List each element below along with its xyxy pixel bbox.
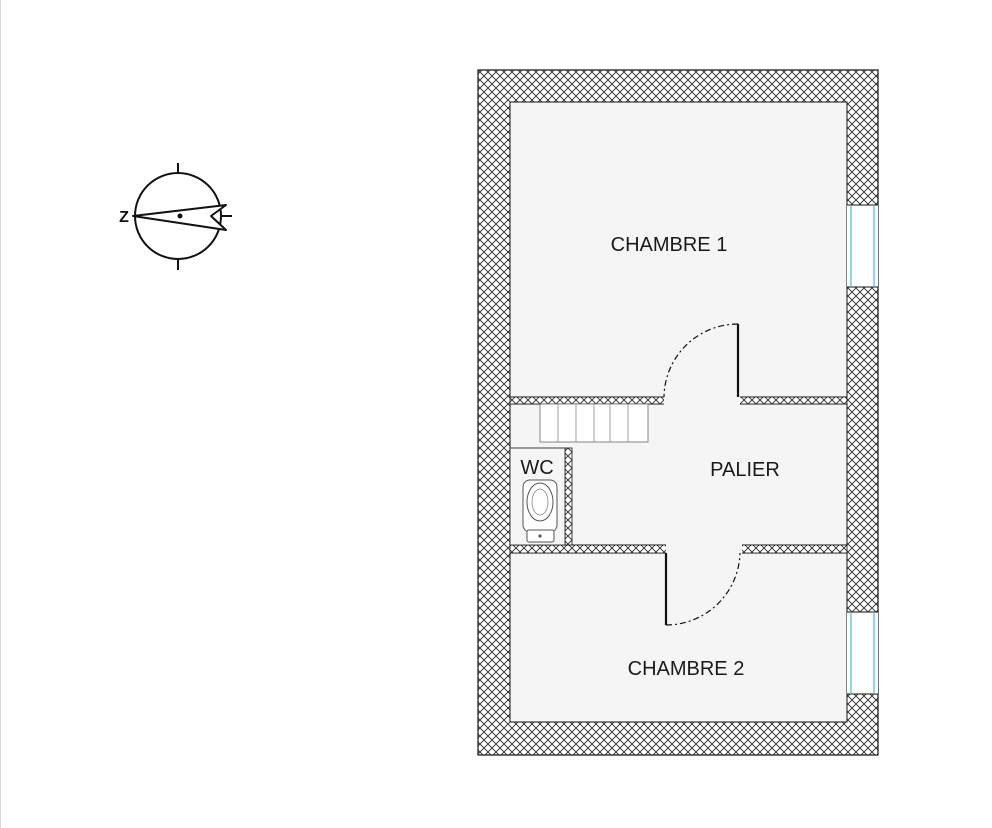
label-wc: WC <box>520 457 553 479</box>
compass-icon: Z <box>119 163 232 270</box>
toilet-icon <box>522 479 558 543</box>
staircase <box>539 403 649 443</box>
door-opening-lower <box>666 544 742 554</box>
page-edge <box>0 0 1 828</box>
floor-chambre-1 <box>509 101 848 398</box>
label-chambre-1: CHAMBRE 1 <box>611 234 728 256</box>
floor-chambre-2 <box>509 552 848 723</box>
window-chambre-1 <box>847 204 878 288</box>
label-chambre-2: CHAMBRE 2 <box>628 658 745 680</box>
door-opening-upper <box>664 396 740 405</box>
compass-north-letter: Z <box>119 209 129 226</box>
door-chambre-2 <box>664 552 741 626</box>
window-chambre-2 <box>847 611 878 695</box>
label-palier: PALIER <box>710 459 780 481</box>
door-chambre-1 <box>663 323 740 398</box>
wc-partition <box>564 447 573 546</box>
